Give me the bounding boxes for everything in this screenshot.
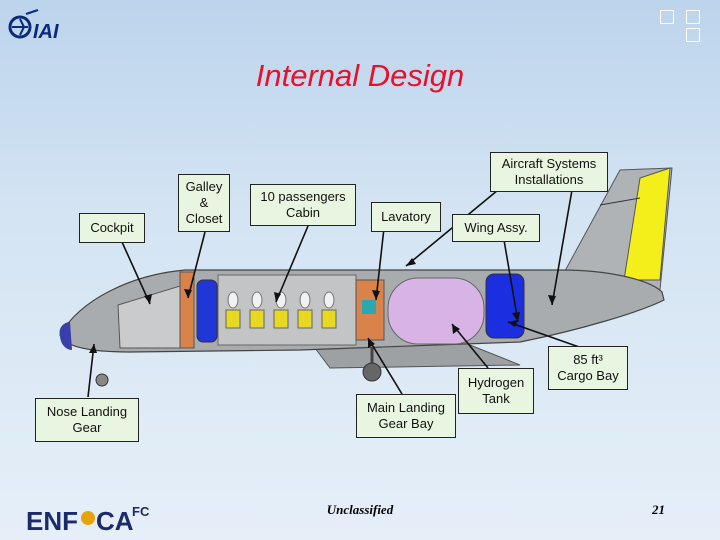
lavatory — [355, 279, 385, 341]
hydrogen-tank — [387, 277, 485, 345]
label-main-gear-line2: Gear Bay — [378, 416, 434, 431]
label-galley-line2: & — [199, 195, 209, 210]
label-cargo-line1: 85 ft³ — [573, 352, 603, 367]
label-cargo-line2: Cargo Bay — [557, 368, 619, 383]
label-main-gear-line1: Main Landing — [366, 400, 446, 415]
iai-logo-text: IAI — [33, 21, 59, 43]
decor-square — [686, 28, 700, 42]
nose-gear-wheel — [95, 373, 109, 387]
label-cabin: 10 passengers Cabin — [250, 184, 356, 226]
label-systems-line2: Installations — [514, 172, 584, 187]
decor-square — [686, 10, 700, 24]
tail-yellow-panel — [623, 167, 671, 281]
label-systems-line1: Aircraft Systems — [501, 156, 597, 171]
label-galley: Galley & Closet — [178, 174, 230, 232]
label-wing-text: Wing Assy. — [464, 220, 528, 235]
label-cabin-line1: 10 passengers — [260, 189, 346, 204]
label-nose-gear: Nose Landing Gear — [35, 398, 139, 442]
decor-square — [660, 10, 674, 24]
cargo-bay — [485, 273, 525, 339]
enfica-logo-sup: FC — [132, 504, 150, 519]
label-hydrogen-line2: Tank — [482, 391, 510, 406]
enfica-logo-main: ENF — [26, 506, 78, 536]
label-hydrogen-tank: Hydrogen Tank — [458, 368, 534, 414]
nose-cone — [59, 322, 72, 350]
cabin-seats — [225, 291, 337, 329]
label-galley-line1: Galley — [185, 179, 223, 194]
iai-logo: IAI — [8, 9, 59, 43]
label-lavatory-text: Lavatory — [381, 209, 431, 224]
label-aircraft-systems: Aircraft Systems Installations — [490, 152, 608, 192]
galley-closet — [196, 279, 218, 343]
page-number: 21 — [652, 502, 665, 517]
label-cargo-bay: 85 ft³ Cargo Bay — [548, 346, 628, 390]
label-nose-gear-line1: Nose Landing — [46, 404, 128, 419]
main-gear-wheel — [362, 362, 382, 382]
enfica-logo-dot — [81, 511, 95, 525]
tail-line — [599, 197, 641, 206]
label-cockpit-text: Cockpit — [90, 220, 134, 235]
label-nose-gear-line2: Gear — [72, 420, 102, 435]
label-wing: Wing Assy. — [452, 214, 540, 242]
enfica-logo-mid: CA — [96, 506, 134, 536]
lavatory-fixture — [362, 300, 376, 314]
leader-arrows — [87, 189, 583, 398]
label-lavatory: Lavatory — [371, 202, 441, 232]
label-hydrogen-line1: Hydrogen — [467, 375, 525, 390]
enfica-logo: ENF CA FC — [26, 504, 150, 536]
page-title: Internal Design — [255, 58, 465, 93]
classification-label: Unclassified — [326, 502, 394, 517]
label-galley-line3: Closet — [185, 211, 223, 226]
label-cockpit: Cockpit — [79, 213, 145, 243]
label-main-gear: Main Landing Gear Bay — [356, 394, 456, 438]
label-cabin-line2: Cabin — [286, 205, 320, 220]
arrow-heads — [89, 258, 556, 353]
